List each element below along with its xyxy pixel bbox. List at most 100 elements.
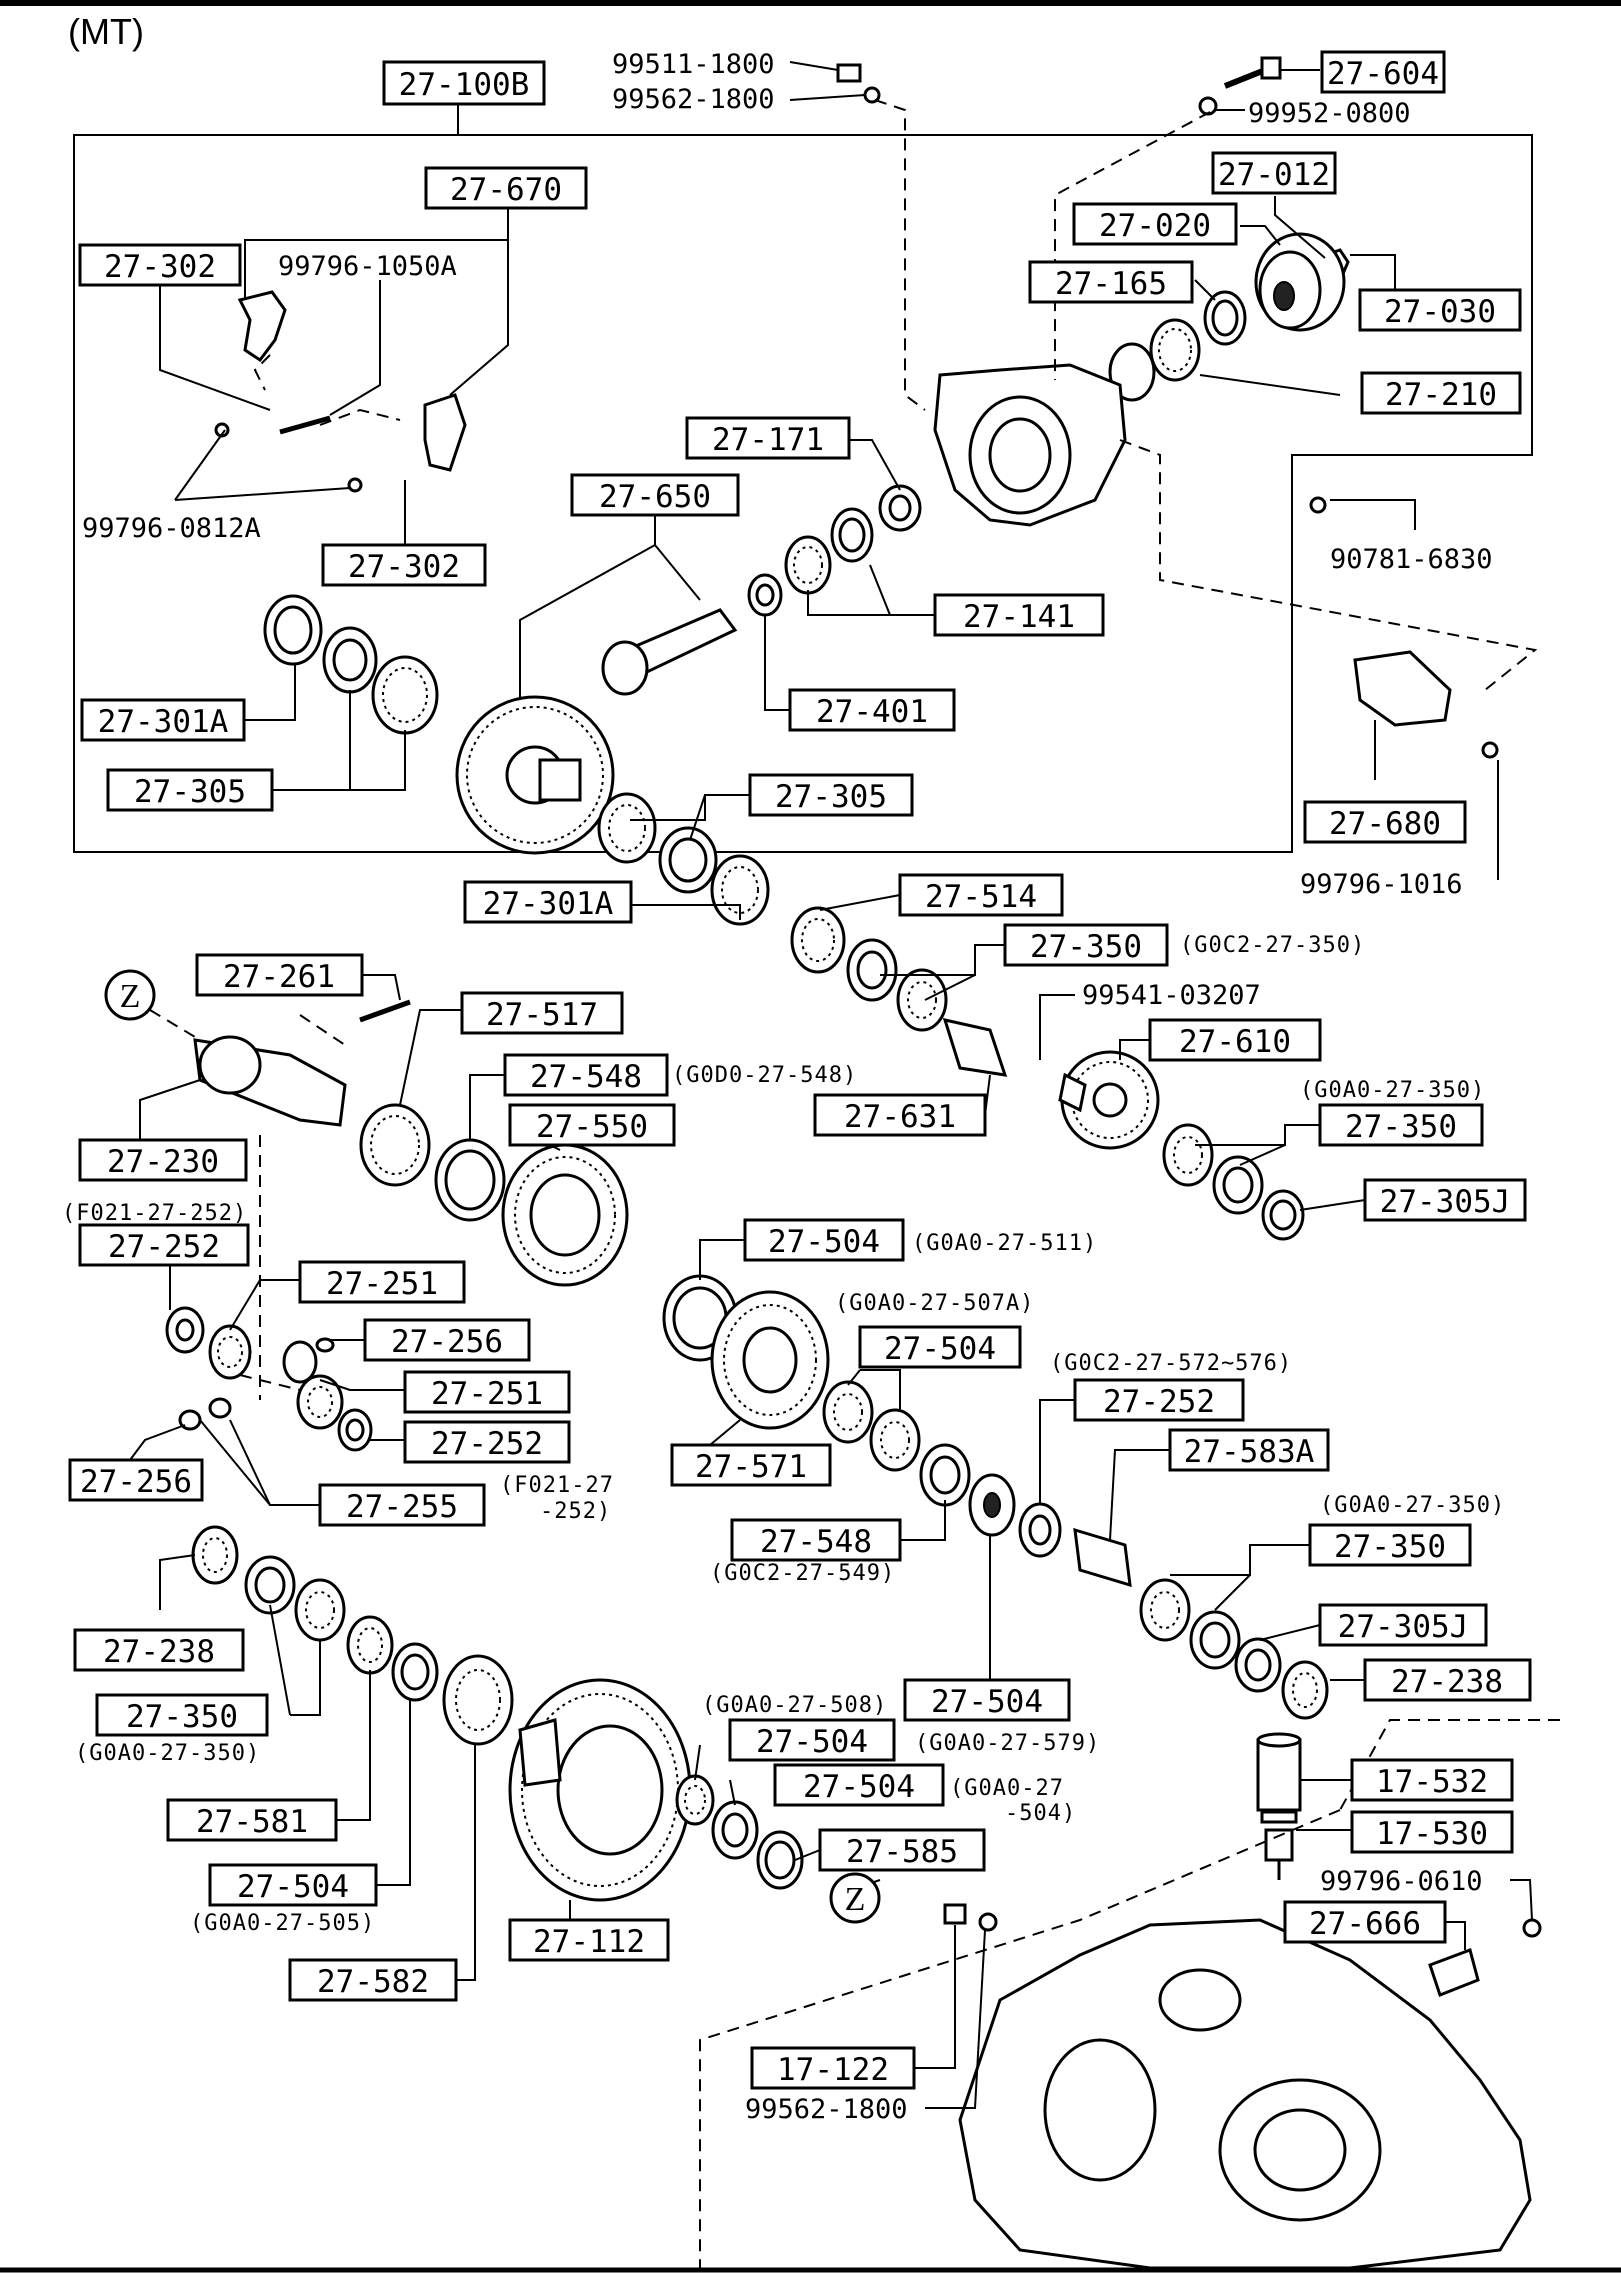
svg-text:27-305J: 27-305J [1380,1184,1511,1220]
label-27-141: 27-141 [933,593,1105,637]
svg-text:27-604: 27-604 [1327,56,1439,92]
label-27-571: 27-571 [670,1443,832,1487]
leader-lines [129,61,1533,2109]
label-27-548-a: 27-548 [503,1053,669,1097]
note-g0a0-27-504-line1: (G0A0-27 [950,1776,1064,1801]
pn-99796-0812A: 99796-0812A [82,513,261,544]
svg-text:27-571: 27-571 [695,1449,807,1485]
label-27-514: 27-514 [898,873,1064,917]
label-17-530: 17-530 [1350,1810,1514,1854]
label-27-585: 27-585 [818,1828,986,1872]
label-27-171: 27-171 [685,416,851,460]
pn-99562-1800-top: 99562-1800 [612,84,775,115]
note-g0a0-27-508: (G0A0-27-508) [702,1693,887,1718]
svg-text:27-238: 27-238 [1391,1664,1503,1700]
label-27-210: 27-210 [1360,371,1522,415]
svg-text:27-210: 27-210 [1385,377,1497,413]
pn-99511-1800: 99511-1800 [612,49,775,80]
label-27-251-b: 27-251 [403,1370,571,1414]
label-27-012: 27-012 [1211,151,1337,195]
label-27-302-top: 27-302 [78,243,242,287]
label-27-165: 27-165 [1028,260,1194,304]
svg-text:27-100B: 27-100B [399,67,530,103]
note-g0a0-27-507A: (G0A0-27-507A) [835,1291,1034,1316]
svg-text:27-030: 27-030 [1384,294,1496,330]
label-27-238-b: 27-238 [1363,1658,1532,1702]
svg-text:27-666: 27-666 [1309,1906,1421,1942]
label-27-517: 27-517 [460,991,624,1035]
label-17-122: 17-122 [750,2046,916,2090]
note-g0a0-27-505: (G0A0-27-505) [190,1911,375,1936]
svg-text:27-012: 27-012 [1218,157,1330,193]
note-g0c2-27-572-576: (G0C2-27-572~576) [1050,1351,1292,1376]
svg-text:27-504: 27-504 [237,1869,349,1905]
label-27-350-c: 27-350 [1308,1523,1472,1567]
label-27-350-d: 27-350 [95,1693,269,1737]
svg-text:27-305: 27-305 [134,774,246,810]
svg-text:27-550: 27-550 [536,1109,648,1145]
svg-text:17-532: 17-532 [1376,1764,1488,1800]
svg-text:17-122: 17-122 [777,2052,889,2088]
svg-text:Z: Z [845,1881,866,1918]
label-27-550: 27-550 [508,1103,676,1147]
svg-text:27-548: 27-548 [530,1059,642,1095]
label-27-604: 27-604 [1320,50,1446,94]
assembly-frame [73,134,1533,853]
z-marker-top: Z [104,969,156,1021]
label-27-504-e: 27-504 [773,1763,945,1807]
pn-99796-1016: 99796-1016 [1300,869,1463,900]
svg-text:27-141: 27-141 [963,599,1075,635]
label-27-301A-right: 27-301A [463,880,633,924]
note-f021-27-252-b-line2: -252) [540,1499,611,1524]
svg-text:27-517: 27-517 [486,997,598,1033]
svg-text:27-020: 27-020 [1099,208,1211,244]
svg-text:27-350: 27-350 [1334,1529,1446,1565]
svg-text:27-252: 27-252 [108,1229,220,1265]
note-g0c2-27-350: (G0C2-27-350) [1180,933,1365,958]
svg-text:27-256: 27-256 [80,1464,192,1500]
label-27-030: 27-030 [1358,288,1522,332]
svg-text:27-305J: 27-305J [1338,1609,1469,1645]
svg-text:27-252: 27-252 [1103,1384,1215,1420]
svg-text:27-582: 27-582 [317,1964,429,2000]
label-27-582: 27-582 [288,1958,458,2002]
label-27-504-d: 27-504 [728,1718,896,1762]
reference-notes: (G0C2-27-350) (G0D0-27-548) (G0A0-27-350… [62,933,1504,1936]
label-27-252-a: 27-252 [78,1223,250,1267]
svg-text:27-112: 27-112 [533,1924,645,1960]
svg-text:27-302: 27-302 [348,549,460,585]
boxed-part-labels: 27-100B 27-604 27-670 27-012 27-020 27-3… [68,50,1532,2090]
svg-text:27-585: 27-585 [846,1834,958,1870]
svg-text:27-548: 27-548 [760,1524,872,1560]
part-numbers: 99511-1800 99562-1800 99952-0800 99796-1… [82,49,1493,2125]
svg-text:27-350: 27-350 [126,1699,238,1735]
label-27-302-bottom: 27-302 [321,543,487,587]
label-27-504-f: 27-504 [208,1863,378,1907]
svg-text:27-631: 27-631 [844,1099,956,1135]
svg-text:27-504: 27-504 [803,1769,915,1805]
label-27-301A-left: 27-301A [80,698,246,742]
svg-text:27-256: 27-256 [391,1324,503,1360]
label-27-548-b: 27-548 [730,1518,902,1562]
note-g0a0-27-579: (G0A0-27-579) [915,1731,1100,1756]
z-marker-bottom: Z [829,1872,881,1924]
label-27-305J-a: 27-305J [1363,1178,1527,1222]
note-f021-27-252-b-line1: (F021-27 [500,1473,614,1498]
label-27-583A: 27-583A [1168,1428,1330,1472]
label-27-504-a: 27-504 [743,1218,905,1262]
pn-99952-0800: 99952-0800 [1248,98,1411,129]
svg-text:27-350: 27-350 [1030,929,1142,965]
svg-text:27-504: 27-504 [768,1224,880,1260]
diagram-title: (MT) [68,11,144,52]
svg-text:27-350: 27-350 [1345,1109,1457,1145]
label-17-532: 17-532 [1350,1758,1514,1802]
svg-text:27-171: 27-171 [712,422,824,458]
label-27-305J-b: 27-305J [1318,1603,1488,1647]
label-27-401: 27-401 [788,688,956,732]
note-g0d0-27-548: (G0D0-27-548) [672,1063,857,1088]
note-f021-27-252-a: (F021-27-252) [62,1201,247,1226]
label-27-305-left: 27-305 [106,768,274,812]
svg-text:27-504: 27-504 [756,1724,868,1760]
svg-text:27-504: 27-504 [884,1331,996,1367]
